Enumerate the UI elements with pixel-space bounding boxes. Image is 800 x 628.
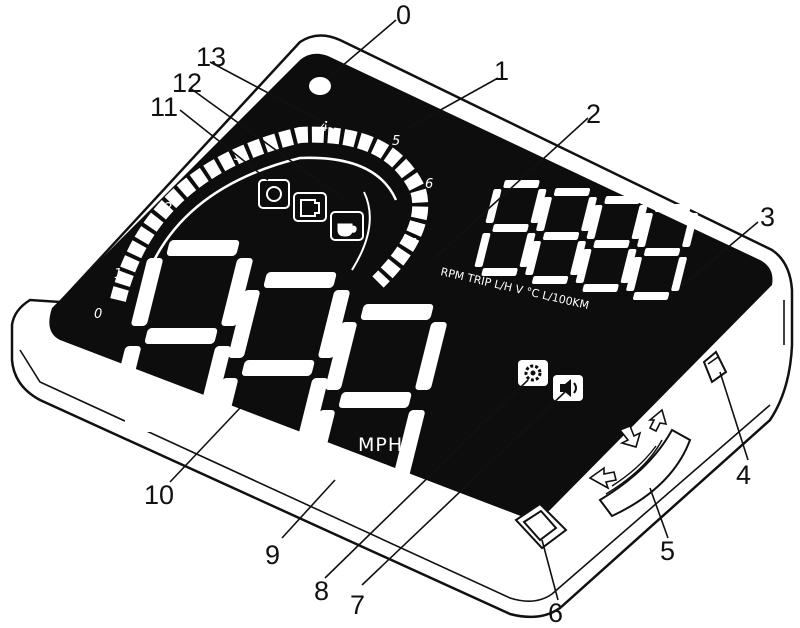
callout-label: 9	[265, 540, 280, 570]
callout-label: 7	[350, 590, 365, 620]
gauge-tick: 5	[392, 134, 400, 149]
engine-warning-icon	[258, 179, 290, 209]
speed-digit	[303, 304, 447, 496]
gear-icon	[518, 360, 548, 386]
callout-label: 5	[660, 536, 675, 566]
coffee-cup-icon	[330, 211, 364, 241]
gauge-tick: 1	[114, 267, 122, 282]
callout-label: 10	[144, 480, 174, 510]
arrow-up-icon	[647, 408, 668, 433]
arrow-left-icon	[588, 466, 617, 490]
callout-label: 12	[172, 68, 202, 98]
rpm-gauge	[110, 126, 429, 302]
callout-label: 2	[586, 99, 601, 129]
callout-label: 0	[396, 0, 411, 30]
readout-digit	[474, 180, 547, 276]
speaker-icon	[553, 375, 583, 401]
speed-digit	[206, 272, 350, 464]
callout-label: 1	[494, 56, 509, 86]
leader-lines	[169, 19, 759, 601]
speed-digit	[109, 240, 253, 432]
readout-digit	[626, 204, 698, 300]
callout-label: 3	[760, 202, 775, 232]
arrow-down-icon	[618, 424, 642, 448]
gauge-tick: 2	[164, 201, 172, 216]
readout-digit	[575, 196, 648, 292]
speed-digits	[109, 240, 447, 496]
callout-label: 8	[314, 576, 329, 606]
callout-labels: 0 1 2 3 4 5 6 7 8 9 10 11 12 13	[144, 0, 775, 628]
gauge-tick: 0	[94, 307, 102, 322]
mph-label: MPH	[358, 434, 403, 456]
usb-port	[514, 502, 568, 550]
readout-digits	[474, 180, 698, 300]
gauge-tick: 6	[425, 177, 433, 192]
gauge-tick: 7	[408, 237, 417, 252]
callout-label: 6	[548, 598, 563, 628]
callout-label: 13	[196, 42, 226, 72]
brightness-wheel	[598, 428, 692, 518]
gauge-tick: 4	[320, 120, 328, 135]
kmh-label: KM/H	[336, 461, 390, 483]
engine-check-icon	[293, 192, 327, 222]
callout-label: 11	[150, 92, 178, 122]
readout-digit	[525, 188, 597, 284]
callout-label: 4	[736, 460, 751, 490]
light-sensor	[309, 77, 331, 95]
